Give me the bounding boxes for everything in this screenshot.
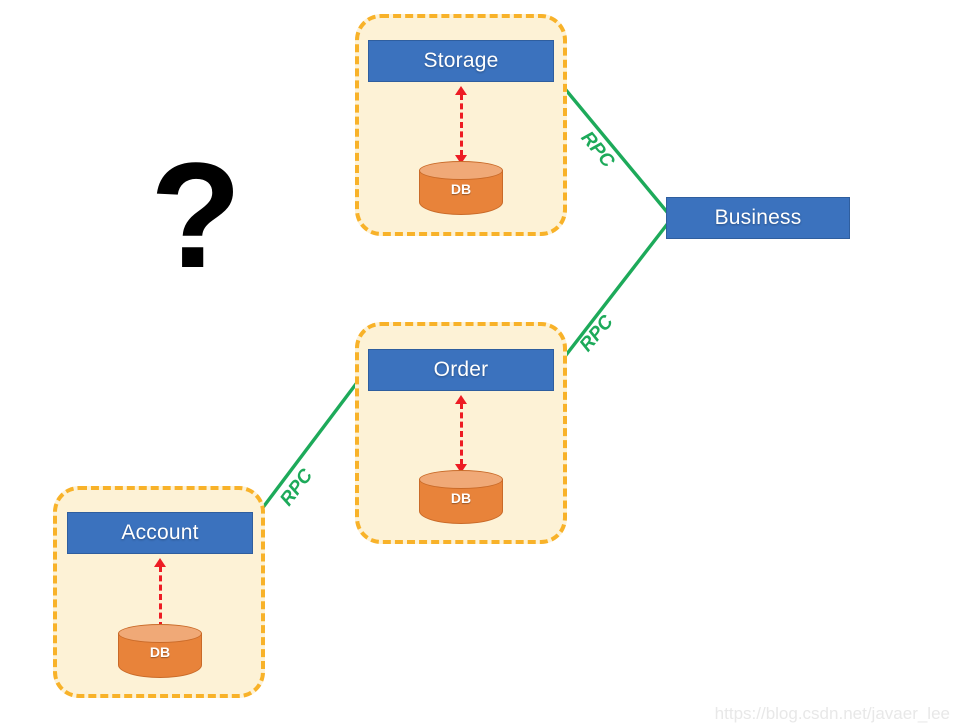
arrowhead-up-icon [455,395,467,404]
arrowhead-down-icon [455,464,467,473]
rpc-line-business-storage [556,78,674,220]
dashed-stem [459,94,463,156]
client-box-business[interactable]: Business [666,197,850,239]
db-link-storage [452,86,470,164]
watermark: https://blog.csdn.net/javaer_lee [714,704,950,723]
dashed-stem [459,403,463,465]
database-order: DB [419,470,503,524]
cylinder-top [118,624,202,643]
service-box-account[interactable]: Account [67,512,253,554]
arrowhead-up-icon [455,86,467,95]
arrowhead-down-icon [455,155,467,164]
cylinder-top [419,470,503,489]
rpc-line-order-account [252,366,370,522]
database-storage: DB [419,161,503,215]
rpc-line-business-order [556,216,674,368]
db-link-order [452,395,470,473]
arrowhead-up-icon [154,558,166,567]
service-box-storage[interactable]: Storage [368,40,554,82]
cylinder-top [419,161,503,180]
service-box-order[interactable]: Order [368,349,554,391]
database-account: DB [118,624,202,678]
question-mark: ? [150,131,242,299]
database-label: DB [450,490,472,506]
database-label: DB [149,644,171,660]
dashed-stem [158,566,162,628]
database-label: DB [450,181,472,197]
